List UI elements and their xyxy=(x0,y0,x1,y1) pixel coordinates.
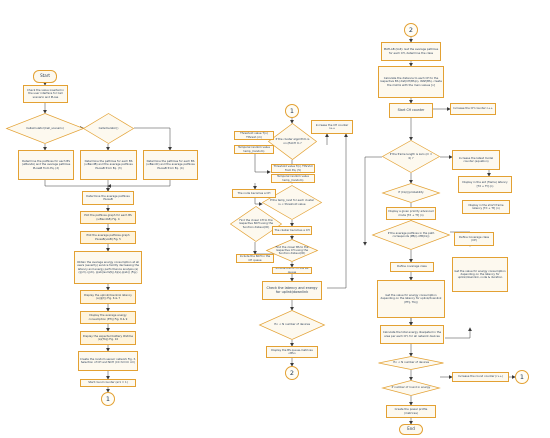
start-node: Start xyxy=(33,70,57,83)
determine-pathloss-b-box: Determine the pathloss for each BS (uiBa… xyxy=(80,150,137,180)
increase-ch-counter-col3-box: Increase the CH counter n++ xyxy=(450,103,496,115)
plot-average-pathloss-box: Plot the average pathloss graph PLossB(u… xyxy=(80,231,136,244)
increase-round-counter-box: Increase the round counter (r++) xyxy=(452,372,509,382)
get-energy-value-2-box: Get the value for energy consumption dep… xyxy=(452,257,508,292)
create-power-profile-box: Create the power profile (matrices) xyxy=(386,405,436,418)
average-pathloss-box: Determine the average pathloss PLossB xyxy=(82,191,134,205)
increase-ch-counter-box: Increase the CH counter n++ xyxy=(311,120,353,134)
connector-1-col2: 1 xyxy=(285,104,299,118)
decision-cell-simulator: Cellsimulator() xyxy=(82,113,135,144)
connector-1-col3: 1 xyxy=(515,370,529,384)
get-energy-value-box: Get the value for energy consumption dep… xyxy=(377,280,445,318)
check-value-box: Check the value inserted in the user int… xyxy=(23,85,68,103)
temporal-random-box-2: Temporal random value temp_(random) xyxy=(271,174,315,183)
define-coverage-box: Define coverage class xyxy=(390,262,434,272)
define-coverage-class-box: Define Coverage class (CP) xyxy=(454,232,494,246)
decision-average-pathloss: If the average pathloss in the path corr… xyxy=(371,220,451,250)
include-nch-box: Include the NCH in the CH queue xyxy=(236,254,274,263)
decision-find-closer-bs: Find the closer BS to the respective CH … xyxy=(265,239,319,262)
threshold-value-box-2: Threshold value T(n) Tthrshd from Eq. (5… xyxy=(271,164,315,173)
decision-cell-scenario: Cellsimulator(Cell_scenario) xyxy=(5,113,85,144)
connector-1-col1: 1 xyxy=(101,392,115,406)
decision-find-closer-ch: Find the closer CH to the respective NCH… xyxy=(229,206,283,242)
display-latency-box: Display the uplink/downlink latency (a)(… xyxy=(80,290,136,304)
plot-pathloss-box: Plot the pathloss graph for each BS (uiB… xyxy=(80,211,136,224)
decision-n-devices-col2: If n < N number of devices xyxy=(258,310,326,340)
temporal-random-box-1: Temporal random value temp_(random) xyxy=(234,145,274,154)
determine-pathloss-a-box: Determine the pathloss for each BS (uiBa… xyxy=(18,150,74,180)
decision-probability: If (CL(i))probability xyxy=(381,183,441,203)
display-battery-box: Display the expected battery lifetime (a… xyxy=(80,331,136,345)
calculate-total-energy-box: Calculate the total energy dissipated in… xyxy=(380,325,444,344)
decision-n-devices-col3: If n < N number of devices xyxy=(378,356,444,370)
decision-frame-length: If the frame length is zero (m = 0) ? xyxy=(381,140,441,173)
check-latency-box: Check the latency and energy for uplink/… xyxy=(262,281,322,300)
end-node: End xyxy=(399,424,423,435)
decision-cluster-algorithm: If the cluster algorithm is on (EACH m ? xyxy=(267,123,318,160)
decision-rounds: If number of round in energy xyxy=(381,380,441,396)
threshold-value-box-1: Threshold value T(n) Tthresh (m) xyxy=(234,131,274,140)
create-network-box: Create the random sensor network Fig. 3.… xyxy=(78,351,138,371)
cluster-becomes-ch-box: The cluster becomes a CH xyxy=(272,226,312,235)
obtain-energy-box: Obtain the average energy consumption at… xyxy=(74,251,142,284)
include-ch-box: Include the CH in the BS queue xyxy=(272,267,312,274)
display-ext-latency-box: Display in the ext (frame) latency [Td +… xyxy=(458,176,512,193)
connector-2-col2: 2 xyxy=(285,366,299,380)
increase-model-counter-box: Increase the latest model counter (equat… xyxy=(452,150,500,170)
node-becomes-ch-box: The node becomes a CH xyxy=(232,189,276,198)
display-bs-queue-box: Display the BS queue-matrices <BS> xyxy=(266,346,318,358)
display-priority-box: Display a given priority advanced mode [… xyxy=(386,207,436,220)
connector-2-col3: 2 xyxy=(404,23,418,37)
matlab-gui-box: MATLAB (GUI): Get the average pathloss f… xyxy=(381,42,441,61)
determine-pathloss-c-box: Determine the pathloss for each BS (uiBa… xyxy=(143,150,198,180)
calculate-distance-box: Calculate the distance to each CH to the… xyxy=(378,66,444,98)
start-ch-counter-box: Start CH counter xyxy=(389,103,433,118)
display-energy-box: Display the average energy consumption (… xyxy=(80,311,136,324)
start-round-box: Start round counter (er1 = 1) xyxy=(80,379,136,387)
display-short-latency-box: Display in the short frame latency [Td +… xyxy=(462,200,510,214)
